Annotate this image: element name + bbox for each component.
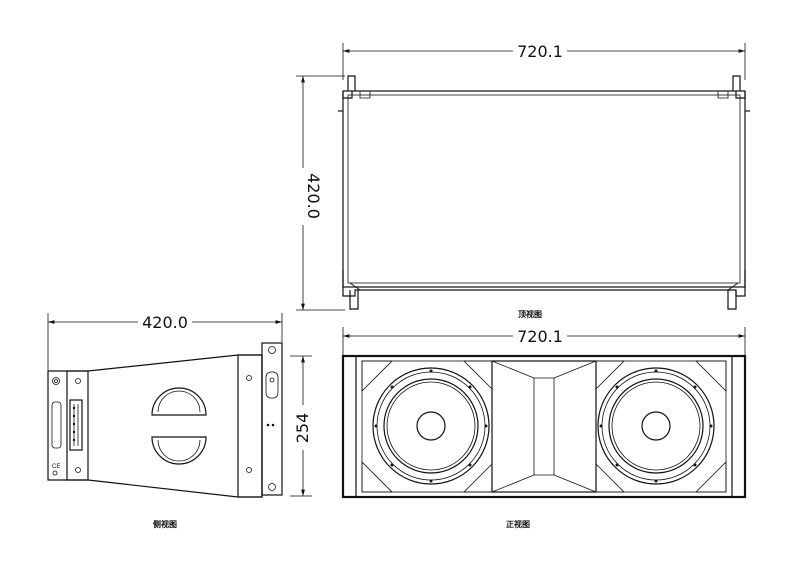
top-view-width-label: 720.1	[517, 42, 563, 61]
right-woofer	[597, 367, 715, 485]
front-view-caption: 正视图	[506, 519, 530, 529]
top-view-outline	[338, 75, 750, 310]
side-view: 420.0 CE	[47, 313, 283, 529]
top-view-depth-label: 420.0	[304, 173, 323, 219]
front-view-width-label: 720.1	[517, 327, 563, 346]
top-view-caption: 顶视图	[518, 309, 542, 319]
front-view-height-dimension: 254	[290, 355, 312, 497]
side-view-caption: 侧视图	[153, 519, 177, 529]
front-view: 720.1 254	[290, 327, 747, 529]
front-view-outline	[341, 354, 747, 499]
left-woofer	[372, 367, 490, 485]
top-view: 720.1 420.0	[296, 42, 750, 319]
side-view-outline: CE	[47, 342, 283, 498]
side-view-depth-label: 420.0	[142, 313, 188, 332]
side-view-depth-dimension: 420.0	[47, 313, 283, 372]
front-view-height-label: 254	[293, 413, 312, 444]
svg-text:CE: CE	[52, 464, 60, 470]
top-view-depth-dimension: 420.0	[296, 75, 345, 311]
top-view-width-dimension: 720.1	[342, 42, 746, 80]
front-view-width-dimension: 720.1	[342, 327, 746, 357]
